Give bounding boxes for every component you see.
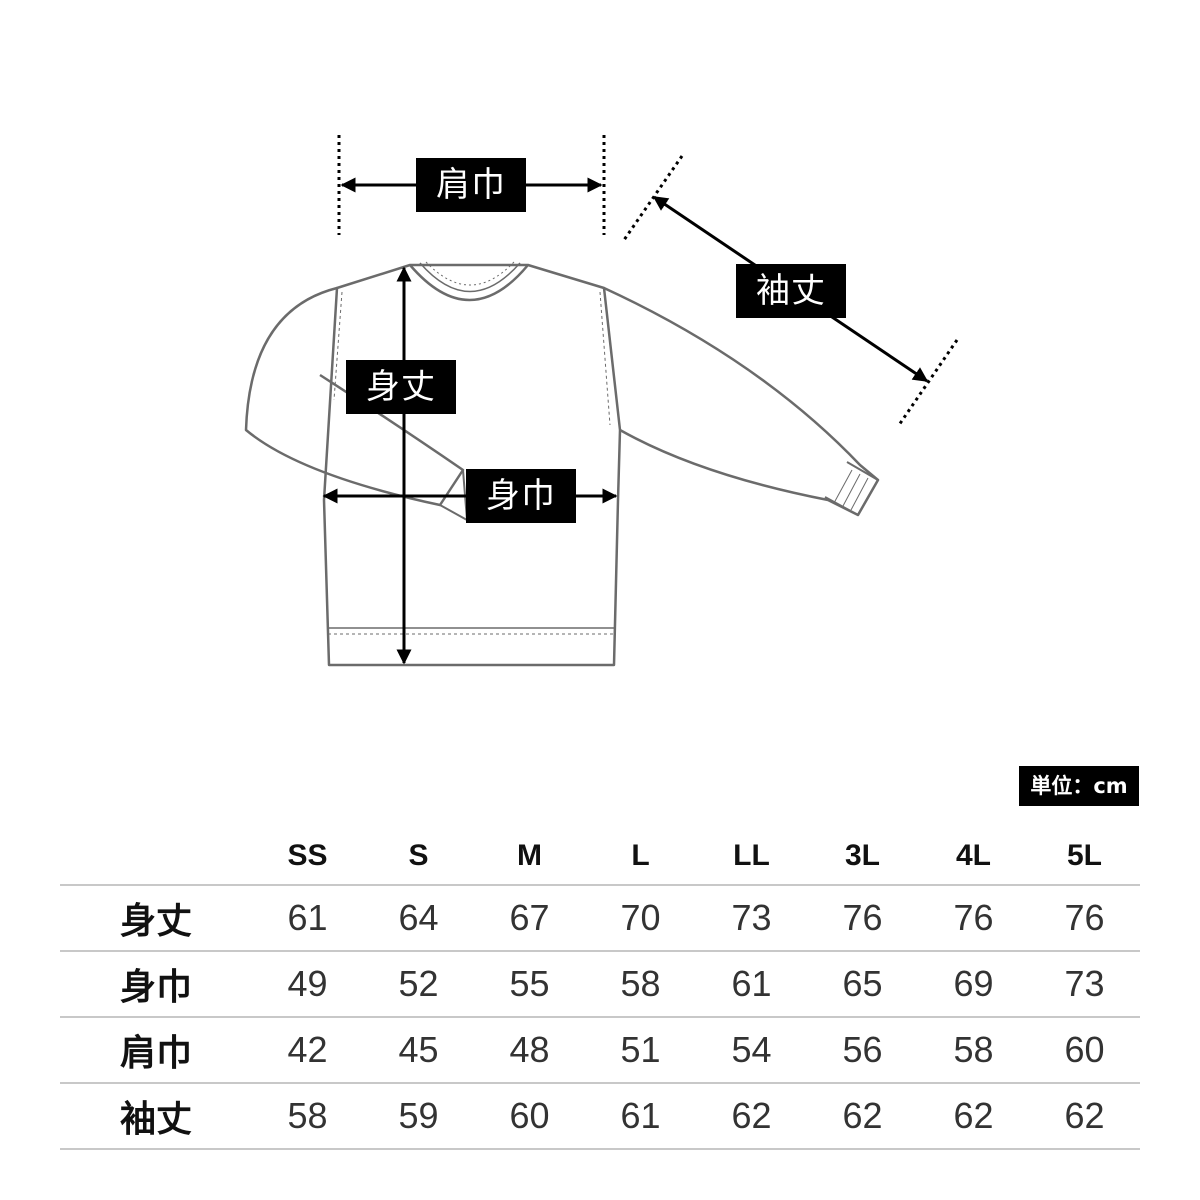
table-cell: 52 <box>398 963 439 1004</box>
table-cell: 49 <box>287 963 328 1004</box>
collar-rib <box>419 262 521 293</box>
table-cell: 58 <box>620 963 661 1004</box>
right-cuff <box>824 461 879 516</box>
size-header: S <box>408 839 429 872</box>
table-cell: 59 <box>398 1095 439 1136</box>
table-cell: 61 <box>620 1095 661 1136</box>
table-cell: 67 <box>509 897 550 938</box>
table-cell: 62 <box>842 1095 883 1136</box>
table-cell: 54 <box>731 1029 772 1070</box>
table-cell: 45 <box>398 1029 439 1070</box>
collar-outline <box>409 264 529 302</box>
table-cell: 42 <box>287 1029 328 1070</box>
garment-diagram <box>244 135 959 667</box>
table-cell: 60 <box>509 1095 550 1136</box>
table-row: 肩巾 42 45 48 51 54 56 58 60 <box>60 1017 1140 1083</box>
table-cell: 73 <box>1064 963 1105 1004</box>
table-cell: 62 <box>953 1095 994 1136</box>
size-header: 5L <box>1066 839 1102 872</box>
table-cell: 73 <box>731 897 772 938</box>
row-label: 身丈 <box>119 901 192 942</box>
size-header: 4L <box>955 839 991 872</box>
unit-badge: 単位：cm <box>1019 766 1139 806</box>
size-header-row: SS S M L LL 3L 4L 5L <box>60 828 1140 885</box>
label-body-width: 身巾 <box>466 469 576 523</box>
table-cell: 60 <box>1064 1029 1105 1070</box>
table-cell: 48 <box>509 1029 550 1070</box>
table-row: 身巾 49 52 55 58 61 65 69 73 <box>60 951 1140 1017</box>
table-cell: 58 <box>953 1029 994 1070</box>
sweatshirt-outline <box>244 261 880 667</box>
table-cell: 70 <box>620 897 661 938</box>
row-label: 肩巾 <box>119 1033 192 1074</box>
table-cell: 69 <box>953 963 994 1004</box>
table-cell: 58 <box>287 1095 328 1136</box>
table-cell: 55 <box>509 963 550 1004</box>
table-cell: 61 <box>731 963 772 1004</box>
size-header: SS <box>287 839 328 872</box>
body-outline <box>322 263 622 667</box>
table-cell: 56 <box>842 1029 883 1070</box>
sleeve-guide-top <box>622 155 684 241</box>
table-cell: 76 <box>842 897 883 938</box>
table-cell: 76 <box>953 897 994 938</box>
table-row: 身丈 61 64 67 70 73 76 76 76 <box>60 885 1140 951</box>
label-sleeve-length: 袖丈 <box>736 264 846 318</box>
label-body-length: 身丈 <box>346 360 456 414</box>
row-label: 身巾 <box>119 967 192 1008</box>
table-cell: 51 <box>620 1029 661 1070</box>
table-corner <box>60 828 252 885</box>
table-cell: 62 <box>731 1095 772 1136</box>
label-shoulder-width: 肩巾 <box>416 158 526 212</box>
table-cell: 65 <box>842 963 883 1004</box>
table-cell: 61 <box>287 897 328 938</box>
left-sleeve-outline <box>244 286 465 507</box>
row-label: 袖丈 <box>119 1099 192 1140</box>
table-cell: 76 <box>1064 897 1105 938</box>
size-header: L <box>631 839 650 872</box>
table-row: 袖丈 58 59 60 61 62 62 62 62 <box>60 1083 1140 1149</box>
size-header: LL <box>733 839 770 872</box>
table-cell: 64 <box>398 897 439 938</box>
size-header: M <box>517 839 542 872</box>
table-cell: 62 <box>1064 1095 1105 1136</box>
sleeve-guide-bottom <box>897 339 959 426</box>
size-table: SS S M L LL 3L 4L 5L 身丈 61 64 67 70 73 7… <box>60 828 1140 1150</box>
size-header: 3L <box>844 839 880 872</box>
